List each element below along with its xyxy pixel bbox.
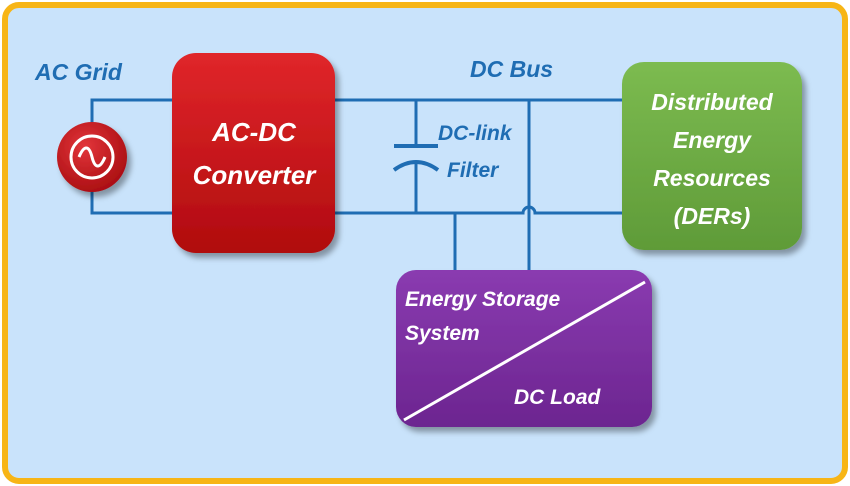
der-label-line3: Resources	[653, 165, 771, 191]
wiring	[90, 98, 628, 270]
ac-source-sine-icon	[57, 122, 127, 192]
ac-top-wire	[90, 98, 180, 130]
der-label-line4: (DERs)	[674, 203, 751, 229]
dc-bus-label: DC Bus	[470, 56, 553, 82]
dc-load-label: DC Load	[514, 386, 602, 409]
storage-label-line1: Energy Storage	[405, 288, 561, 311]
storage-label-line2: System	[405, 322, 480, 345]
converter-label-line1: AC-DC	[211, 117, 297, 147]
capacitor-icon	[392, 144, 440, 172]
der-label-line2: Energy	[673, 127, 752, 153]
der-label-line1: Distributed	[651, 89, 773, 115]
converter-label-line2: Converter	[193, 160, 318, 190]
ac-grid-label: AC Grid	[34, 59, 123, 85]
der-block	[622, 62, 802, 250]
dc-link-label-line1: DC-link	[438, 122, 513, 145]
dc-link-label-line2: Filter	[447, 159, 500, 182]
ac-bottom-wire	[90, 184, 180, 215]
storage-divider-line	[403, 280, 646, 422]
ac-dc-converter-block	[172, 53, 335, 253]
